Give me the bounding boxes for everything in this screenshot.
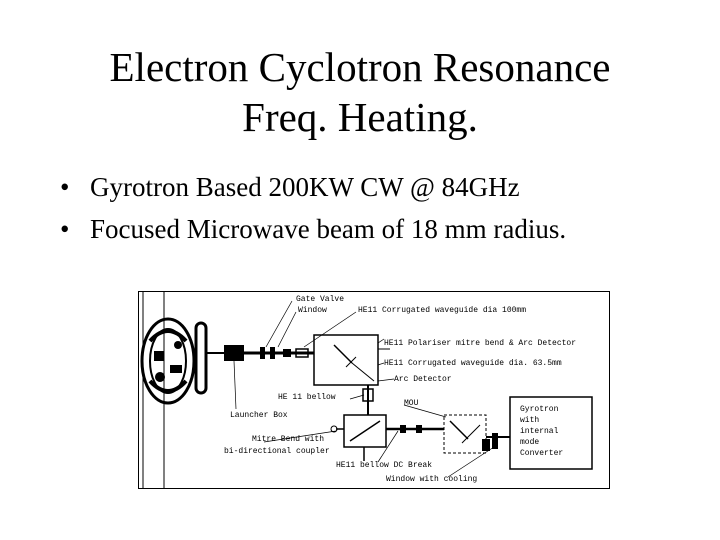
- label-mitre-bend-2: bi-directional coupler: [224, 447, 330, 456]
- waveguide-vertical-icon: [362, 385, 374, 415]
- bullet-item: • Focused Microwave beam of 18 mm radius…: [60, 208, 566, 250]
- title-line-1: Electron Cyclotron Resonance: [109, 44, 611, 90]
- bullet-text: Focused Microwave beam of 18 mm radius.: [90, 214, 567, 244]
- label-he11-corrugated-63: HE11 Corrugated waveguide dia. 63.5mm: [384, 359, 562, 368]
- window-cooling-icon: [482, 433, 498, 451]
- ecrh-transmission-line-diagram: Gate Valve Window HE11 Corrugated wavegu…: [138, 291, 610, 489]
- title-line-2: Freq. Heating.: [242, 94, 478, 140]
- bullet-list: • Gyrotron Based 200KW CW @ 84GHz • Focu…: [60, 166, 566, 250]
- bullet-dot-icon: •: [60, 172, 70, 202]
- label-gyrotron-converter: Converter: [520, 449, 563, 458]
- label-gyrotron: Gyrotron: [520, 405, 559, 414]
- label-gate-valve: Gate Valve: [296, 295, 344, 304]
- label-he11-corrugated-100: HE11 Corrugated waveguide dia 100mm: [358, 306, 526, 315]
- label-mitre-bend-1: Mitre Bend with: [252, 435, 324, 444]
- polariser-mitre-bend-icon: [313, 334, 390, 386]
- mitre-bend-coupler-icon: [330, 414, 387, 461]
- label-mou: MOU: [404, 399, 419, 408]
- bullet-text: Gyrotron Based 200KW CW @ 84GHz: [90, 172, 520, 202]
- label-he11-polariser: HE11 Polariser mitre bend & Arc Detector: [384, 339, 576, 348]
- diagram-frame: [138, 291, 610, 489]
- label-gyrotron-internal: internal: [520, 427, 559, 436]
- label-arc-detector: Arc Detector: [394, 375, 452, 384]
- label-gyrotron-mode: mode: [520, 438, 539, 447]
- label-gyrotron-with: with: [520, 416, 539, 425]
- label-window: Window: [298, 306, 327, 315]
- label-he11-bellow-dc-break: HE11 bellow DC Break: [336, 461, 432, 470]
- bullet-dot-icon: •: [60, 214, 70, 244]
- bullet-item: • Gyrotron Based 200KW CW @ 84GHz: [60, 166, 566, 208]
- gyrotron-icon: [509, 396, 593, 470]
- label-he11-bellow: HE 11 bellow: [278, 393, 336, 402]
- label-window-cooling: Window with cooling: [386, 475, 477, 484]
- launcher-box-icon: [224, 345, 314, 361]
- tokamak-icon: [140, 292, 224, 488]
- waveguide-horizontal-icon: [386, 425, 444, 433]
- mou-icon: [443, 414, 510, 454]
- leader-lines: [233, 300, 495, 478]
- slide-title: Electron Cyclotron Resonance Freq. Heati…: [0, 42, 720, 142]
- label-launcher-box: Launcher Box: [230, 411, 288, 420]
